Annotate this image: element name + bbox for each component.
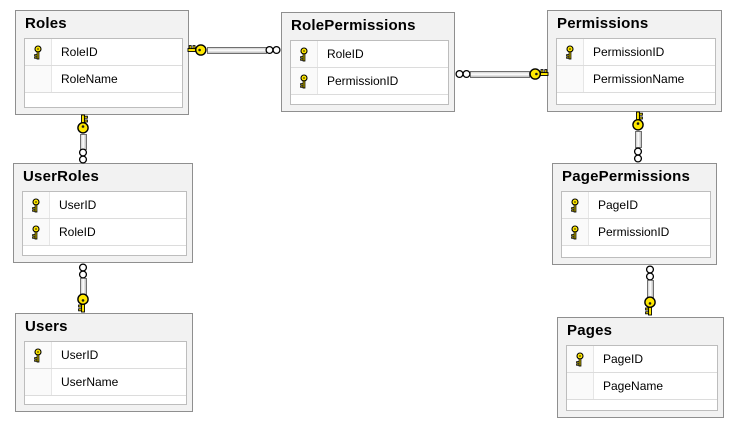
column-name: UserID bbox=[59, 198, 97, 212]
primary-key-icon bbox=[562, 192, 589, 218]
column-name: PermissionName bbox=[593, 72, 685, 86]
table-users[interactable]: Users UserID UserName bbox=[15, 313, 193, 412]
column-row[interactable]: PermissionID bbox=[557, 39, 715, 66]
table-title: Roles bbox=[25, 15, 67, 32]
empty-key-cell bbox=[25, 66, 52, 92]
column-name: UserName bbox=[61, 375, 119, 389]
relationship-line-permissions-pagepermissions[interactable] bbox=[635, 131, 642, 148]
column-row[interactable]: RoleName bbox=[25, 66, 182, 93]
table-columns-grid: PageID PermissionID bbox=[561, 191, 711, 258]
empty-key-cell bbox=[25, 369, 52, 395]
one-end-key-icon[interactable] bbox=[74, 114, 92, 134]
table-columns-grid: RoleID PermissionID bbox=[290, 40, 449, 105]
column-name: RoleName bbox=[61, 72, 118, 86]
table-columns-grid: PermissionID PermissionName bbox=[556, 38, 716, 105]
primary-key-icon bbox=[567, 346, 594, 372]
column-name: UserID bbox=[61, 348, 99, 362]
column-name: RoleID bbox=[61, 45, 98, 59]
many-end-infinity-icon[interactable] bbox=[455, 69, 471, 79]
column-row[interactable]: RoleID bbox=[291, 41, 448, 68]
table-columns-grid: PageID PageName bbox=[566, 345, 718, 411]
one-end-key-icon[interactable] bbox=[629, 111, 647, 131]
primary-key-icon bbox=[23, 219, 50, 245]
primary-key-icon bbox=[25, 39, 52, 65]
many-end-infinity-icon[interactable] bbox=[645, 265, 655, 281]
column-name: PermissionID bbox=[327, 74, 399, 88]
column-row[interactable]: UserName bbox=[25, 369, 186, 396]
column-name: PermissionID bbox=[593, 45, 665, 59]
many-end-infinity-icon[interactable] bbox=[78, 263, 88, 279]
table-title: Pages bbox=[567, 322, 613, 339]
table-rolepermissions[interactable]: RolePermissions RoleID PermissionID bbox=[281, 12, 455, 112]
table-pages[interactable]: Pages PageID PageName bbox=[557, 317, 724, 418]
column-row[interactable]: PermissionName bbox=[557, 66, 715, 93]
primary-key-icon bbox=[25, 342, 52, 368]
table-title: UserRoles bbox=[23, 168, 100, 185]
one-end-key-icon[interactable] bbox=[641, 296, 659, 316]
column-name: PageID bbox=[598, 198, 639, 212]
one-end-key-icon[interactable] bbox=[187, 41, 207, 59]
primary-key-icon bbox=[291, 41, 318, 67]
many-end-infinity-icon[interactable] bbox=[78, 148, 88, 164]
table-permissions[interactable]: Permissions PermissionID PermissionName bbox=[547, 10, 722, 112]
many-end-infinity-icon[interactable] bbox=[633, 147, 643, 163]
table-title: RolePermissions bbox=[291, 17, 416, 34]
table-roles[interactable]: Roles RoleID RoleName bbox=[15, 10, 189, 115]
table-columns-grid: RoleID RoleName bbox=[24, 38, 183, 108]
primary-key-icon bbox=[562, 219, 589, 245]
column-row[interactable]: PageID bbox=[567, 346, 717, 373]
column-name: RoleID bbox=[327, 47, 364, 61]
relationship-line-permissions-rolepermissions[interactable] bbox=[470, 71, 530, 78]
table-pagepermissions[interactable]: PagePermissions PageID PermissionID bbox=[552, 163, 717, 265]
column-row[interactable]: UserID bbox=[25, 342, 186, 369]
column-row[interactable]: PermissionID bbox=[291, 68, 448, 95]
column-name: PageID bbox=[603, 352, 644, 366]
table-userroles[interactable]: UserRoles UserID RoleID bbox=[13, 163, 193, 263]
primary-key-icon bbox=[291, 68, 318, 94]
column-row[interactable]: PermissionID bbox=[562, 219, 710, 246]
primary-key-icon bbox=[23, 192, 50, 218]
column-row[interactable]: PageID bbox=[562, 192, 710, 219]
column-row[interactable]: RoleID bbox=[23, 219, 186, 246]
column-row[interactable]: PageName bbox=[567, 373, 717, 400]
one-end-key-icon[interactable] bbox=[74, 293, 92, 313]
table-columns-grid: UserID UserName bbox=[24, 341, 187, 405]
column-row[interactable]: UserID bbox=[23, 192, 186, 219]
empty-key-cell bbox=[557, 66, 584, 92]
column-row[interactable]: RoleID bbox=[25, 39, 182, 66]
table-title: Users bbox=[25, 318, 68, 335]
relationship-line-roles-rolepermissions[interactable] bbox=[207, 47, 267, 54]
table-columns-grid: UserID RoleID bbox=[22, 191, 187, 256]
table-title: Permissions bbox=[557, 15, 649, 32]
column-name: RoleID bbox=[59, 225, 96, 239]
one-end-key-icon[interactable] bbox=[529, 65, 549, 83]
column-name: PageName bbox=[603, 379, 664, 393]
many-end-infinity-icon[interactable] bbox=[265, 45, 281, 55]
table-title: PagePermissions bbox=[562, 168, 691, 185]
empty-key-cell bbox=[567, 373, 594, 399]
column-name: PermissionID bbox=[598, 225, 670, 239]
primary-key-icon bbox=[557, 39, 584, 65]
